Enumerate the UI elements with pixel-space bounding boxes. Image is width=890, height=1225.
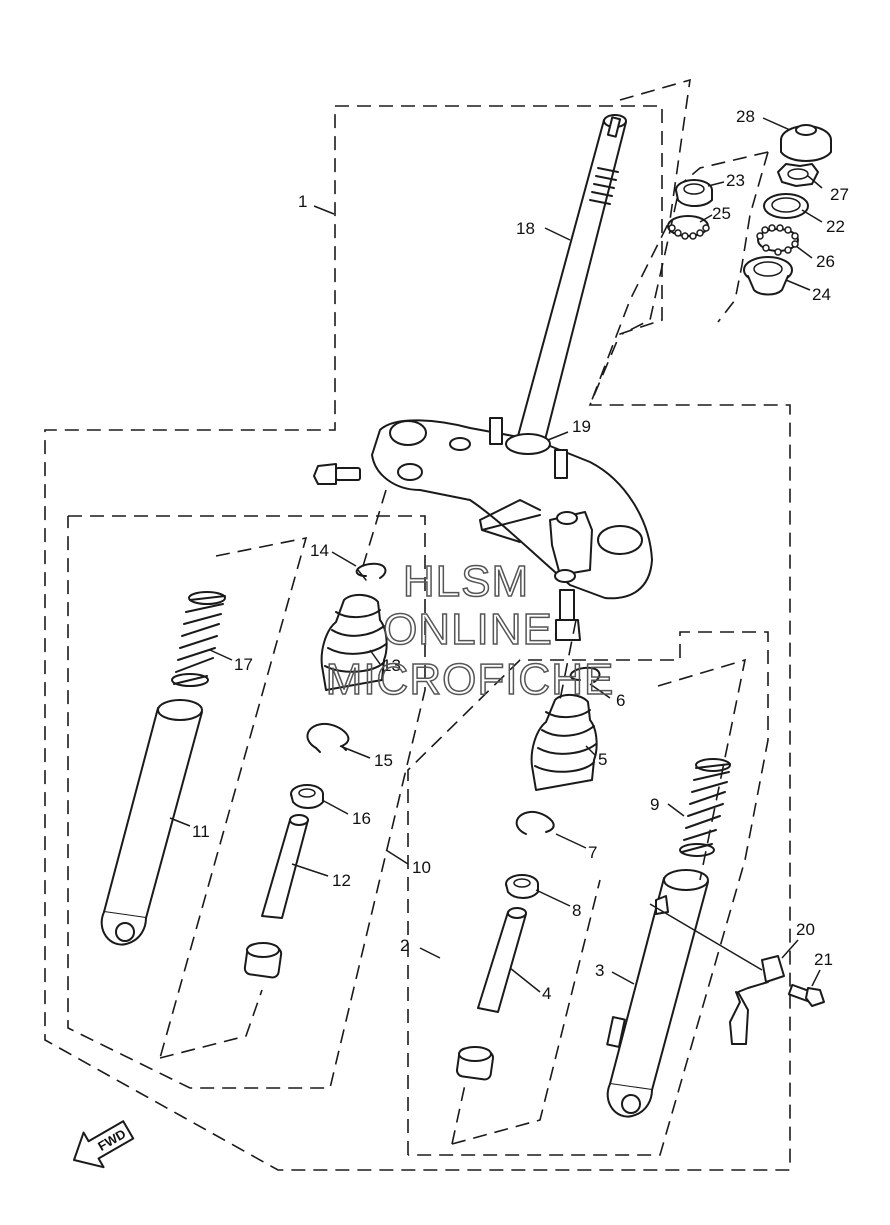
bearing-race-23: [675, 179, 713, 207]
bolt-21: [787, 983, 825, 1007]
callout-18: 18: [516, 219, 535, 238]
callout-20: 20: [796, 920, 815, 939]
ring-nut-28: [780, 124, 832, 162]
watermark: HLSM ONLINE MICROFICHE: [325, 556, 615, 705]
callout-22: 22: [826, 217, 845, 236]
callout-8: 8: [572, 901, 581, 920]
pinch-bolt-right: [555, 589, 581, 641]
group-outline-bearings-right: [717, 151, 769, 323]
circlip-14: [355, 562, 387, 581]
assembly-guides: [159, 489, 747, 1145]
bearing-race-22: [763, 193, 809, 219]
watermark-line-2: ONLINE: [383, 605, 553, 654]
watermark-line-3: MICROFICHE: [326, 655, 615, 704]
callout-14: 14: [310, 541, 329, 560]
callout-27: 27: [830, 185, 849, 204]
collar-right: [455, 1046, 495, 1081]
callout-5: 5: [598, 750, 607, 769]
callout-7: 7: [588, 843, 597, 862]
callout-24: 24: [812, 285, 831, 304]
callout-16: 16: [352, 809, 371, 828]
dust-boot-5: [530, 694, 598, 791]
group-outline-stem-top: [589, 78, 691, 406]
callout-11: 11: [192, 822, 210, 841]
spring-17: [171, 591, 226, 687]
under-bracket: [371, 417, 653, 600]
inner-tube-4: [477, 907, 527, 1013]
inner-tube-12: [261, 814, 309, 919]
outer-tube-3: [606, 869, 709, 1118]
dust-boot-13: [320, 594, 388, 691]
forward-arrow-icon: FWD: [73, 1120, 135, 1169]
ball-bearing-25: [667, 215, 710, 240]
circlip-7: [515, 810, 555, 835]
circlip-15: [306, 722, 350, 753]
callout-28: 28: [736, 107, 755, 126]
leader-lines: [169, 117, 823, 993]
callout-4: 4: [542, 984, 551, 1003]
callout-13: 13: [382, 656, 401, 675]
spring-9: [679, 758, 731, 857]
callout-2: 2: [400, 936, 409, 955]
steering-stem: [517, 114, 627, 441]
oil-seal-16: [290, 784, 324, 809]
callout-23: 23: [726, 171, 745, 190]
circlip-6: [569, 666, 601, 683]
bearing-race-24: [743, 256, 793, 296]
group-outline-2: [407, 631, 769, 1156]
callout-12: 12: [332, 871, 351, 890]
group-outline-10: [67, 515, 426, 1089]
group-outline-1: [44, 105, 791, 1171]
callout-1: 1: [298, 192, 307, 211]
oil-seal-8: [505, 874, 539, 899]
pinch-bolt-left: [313, 463, 361, 485]
callout-17: 17: [234, 655, 253, 674]
callout-25: 25: [712, 204, 731, 223]
hose-guide-20: [729, 955, 785, 1045]
lock-washer-27: [777, 163, 819, 187]
callout-9: 9: [650, 795, 659, 814]
outer-tube-11: [100, 699, 203, 946]
callout-19: 19: [572, 417, 591, 436]
callout-15: 15: [374, 751, 393, 770]
callout-26: 26: [816, 252, 835, 271]
callout-10: 10: [412, 858, 431, 877]
collar-left: [243, 942, 283, 979]
callout-21: 21: [814, 950, 833, 969]
ball-bearing-26: [756, 224, 799, 256]
callout-3: 3: [595, 961, 604, 980]
watermark-line-1: HLSM: [403, 557, 529, 606]
callout-6: 6: [616, 691, 625, 710]
